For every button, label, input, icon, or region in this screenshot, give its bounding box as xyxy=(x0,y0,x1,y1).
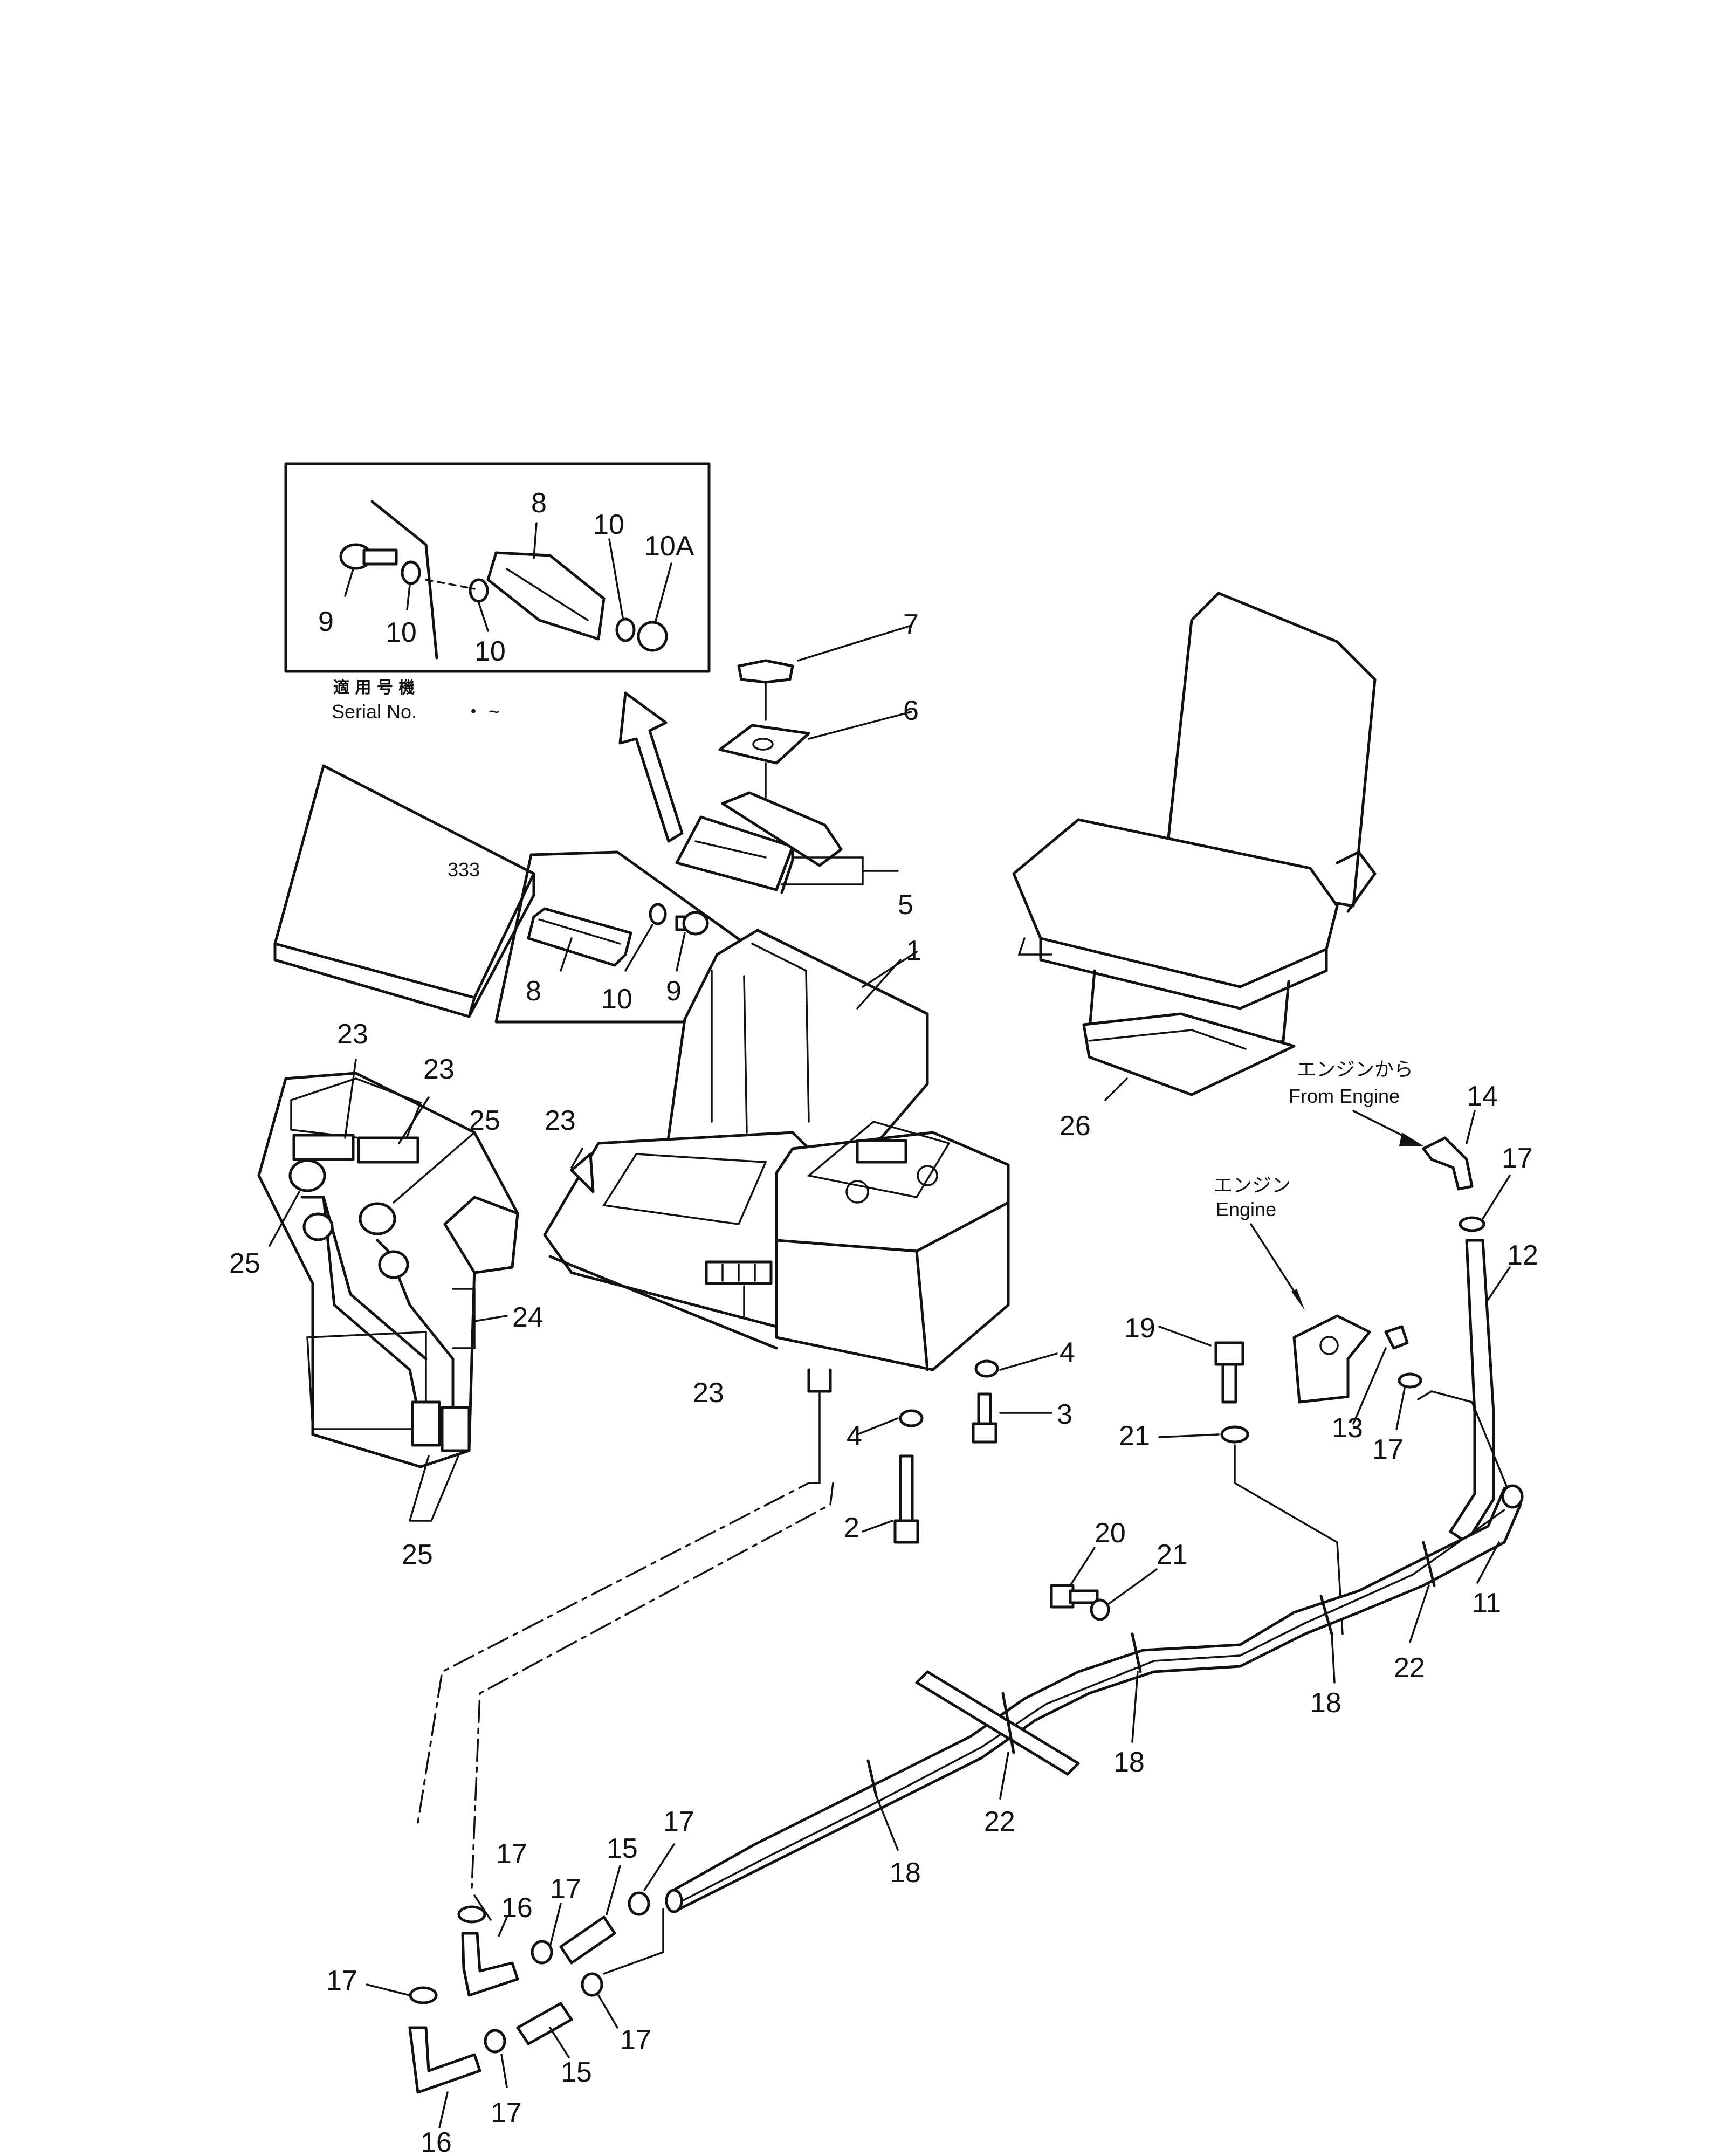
callout-8: 8 xyxy=(531,487,547,519)
callout-10: 10 xyxy=(386,617,417,648)
hose-part-15 xyxy=(516,1915,616,2045)
detail-arrow xyxy=(618,691,684,843)
callout-1: 1 xyxy=(906,935,921,966)
callout-14: 14 xyxy=(1467,1081,1498,1112)
operator-seat xyxy=(1012,592,1377,1096)
meter-detail: 8 10 9 xyxy=(494,850,762,1024)
callout-24: 24 xyxy=(512,1302,544,1333)
hose-part-16 xyxy=(408,1932,519,2094)
callout-25: 25 xyxy=(402,1539,433,1570)
clamp-part-22 xyxy=(1001,1541,1436,1754)
bolt-part-3 xyxy=(972,1392,997,1444)
washer-part-10 xyxy=(615,617,636,642)
washer-part-21 xyxy=(1220,1425,1249,1444)
clamp-part-18 xyxy=(866,1595,1333,1797)
engine-label: Engine xyxy=(1216,1198,1276,1220)
applicable-serial-label: 適 用 号 機 xyxy=(333,678,415,697)
callout-18: 18 xyxy=(890,1857,921,1889)
callout-17: 17 xyxy=(491,2097,522,2128)
callout-10: 10 xyxy=(593,509,624,540)
serial-number-label: Serial No. xyxy=(332,701,417,723)
callout-12: 12 xyxy=(1507,1240,1538,1271)
callout-26: 26 xyxy=(1060,1110,1091,1142)
callout-16: 16 xyxy=(501,1892,533,1924)
clamp-part-17 xyxy=(1398,1372,1422,1389)
bolt-part-9 xyxy=(339,543,398,570)
callout-15: 15 xyxy=(561,2057,592,2088)
washer-part-4 xyxy=(974,1359,999,1378)
callout-23: 23 xyxy=(545,1105,576,1136)
callout-17: 17 xyxy=(550,1873,581,1905)
bolt-part-20 xyxy=(1050,1584,1099,1609)
callout-6: 6 xyxy=(903,695,919,726)
callout-20: 20 xyxy=(1095,1518,1126,1549)
callout-13: 13 xyxy=(1332,1412,1363,1444)
from-engine-jp-label: エンジンから xyxy=(1297,1058,1413,1080)
callout-17: 17 xyxy=(1502,1143,1533,1174)
bolt-part-19 xyxy=(1214,1341,1244,1404)
panel-marking: 333 xyxy=(448,859,480,881)
callout-17: 17 xyxy=(663,1806,694,1837)
callout-8: 8 xyxy=(526,976,541,1007)
callout-10: 10 xyxy=(474,636,506,667)
callout-22: 22 xyxy=(1394,1652,1425,1684)
washer-part-10 xyxy=(469,578,489,603)
callout-11: 11 xyxy=(1472,1588,1501,1619)
hose-part-12 xyxy=(1449,1239,1495,1544)
callout-3: 3 xyxy=(1057,1399,1072,1430)
callout-19: 19 xyxy=(1124,1313,1155,1344)
callout-17: 17 xyxy=(1372,1434,1404,1465)
callout-25: 25 xyxy=(469,1105,500,1136)
meter-panel-part-5 xyxy=(675,791,899,894)
wing-nut-part-7 xyxy=(737,624,912,721)
clamp-part-17 xyxy=(409,1891,650,2054)
callout-7: 7 xyxy=(903,609,919,640)
control-box xyxy=(775,1121,1010,1484)
serial-number-range: ・ ~ xyxy=(464,701,500,723)
side-panel: 333 xyxy=(273,764,535,1018)
callout-23: 23 xyxy=(423,1054,455,1085)
engine-jp-label: エンジン xyxy=(1213,1174,1291,1196)
plate-part-6 xyxy=(718,711,912,810)
callout-18: 18 xyxy=(1310,1687,1341,1719)
callout-17: 17 xyxy=(496,1838,527,1870)
washer-part-21 xyxy=(1090,1598,1110,1621)
callout-17: 17 xyxy=(620,2024,651,2056)
callout-25: 25 xyxy=(229,1248,260,1279)
callout-4: 4 xyxy=(1060,1337,1075,1368)
plate-part-8 xyxy=(486,551,606,641)
elbow-part-14 xyxy=(1422,1136,1474,1191)
from-engine-label: From Engine xyxy=(1289,1085,1400,1107)
callout-17: 17 xyxy=(326,1965,357,1996)
callout-21: 21 xyxy=(1157,1539,1188,1570)
detail-inset: 9 10 10 8 10 10A 適 用 号 機 Serial No. ・ ~ xyxy=(284,462,711,723)
callout-4: 4 xyxy=(847,1420,862,1452)
callout-22: 22 xyxy=(984,1806,1015,1837)
washer-part-10 xyxy=(401,560,421,585)
callout-23: 23 xyxy=(693,1377,724,1409)
callout-9: 9 xyxy=(318,606,334,637)
callout-18: 18 xyxy=(1113,1747,1145,1778)
callout-21: 21 xyxy=(1119,1420,1150,1452)
callout-15: 15 xyxy=(607,1833,638,1864)
callout-5: 5 xyxy=(898,889,913,921)
callout-10: 10 xyxy=(601,984,632,1015)
callout-16: 16 xyxy=(421,2127,452,2156)
heater-pipe-part-11 xyxy=(665,1484,1524,1913)
left-console xyxy=(257,1059,519,1522)
bolt-part-2 xyxy=(862,1454,919,1544)
washer-part-4 xyxy=(899,1409,924,1427)
callout-9: 9 xyxy=(666,976,682,1007)
engine-fitting xyxy=(1292,1314,1371,1404)
nut-part-10A xyxy=(637,621,668,652)
callout-10A: 10A xyxy=(644,531,694,562)
callout-23: 23 xyxy=(337,1019,368,1050)
clamp-part-17 xyxy=(1459,1216,1485,1232)
callout-2: 2 xyxy=(844,1512,859,1543)
elbow-part-13 xyxy=(1384,1325,1409,1350)
